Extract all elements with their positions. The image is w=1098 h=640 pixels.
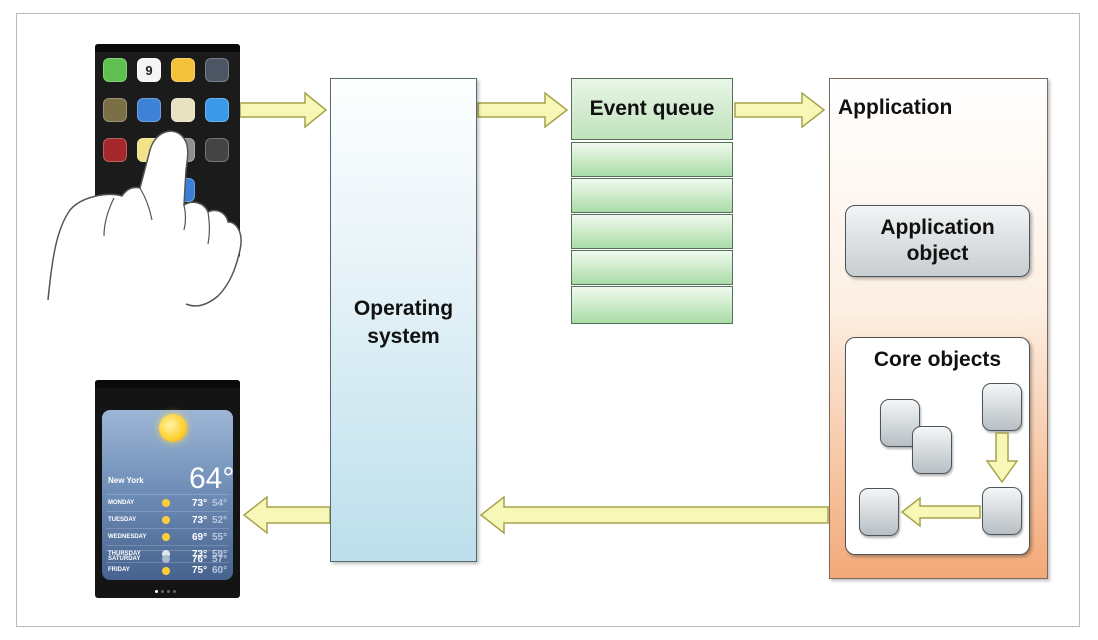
- weather-widget: New York 64° MONDAY 73° 54° TUESDAY 73° 52…: [102, 410, 235, 580]
- event-queue-cell: [571, 286, 733, 324]
- os-label-line2: system: [367, 325, 440, 348]
- core-object-node: [880, 399, 920, 447]
- arrow-touch-to-os: [239, 91, 328, 129]
- arrow-os-to-queue: [477, 91, 569, 129]
- weather-day: TUESDAY: [108, 517, 137, 523]
- cloud-icon: [162, 550, 170, 558]
- weather-row: TUESDAY 73° 52°: [106, 511, 229, 529]
- calendar-app-icon: 9: [137, 58, 161, 82]
- arrow-core-left: [900, 496, 981, 528]
- os-label-line1: Operating: [353, 297, 454, 320]
- weather-day: SATURDAY: [108, 556, 141, 562]
- weather-low: 54°: [212, 498, 228, 509]
- weather-low: 60°: [212, 565, 228, 576]
- sun-small-icon: [162, 567, 170, 575]
- hand-pointer-icon: [47, 130, 242, 307]
- weather-high: 73°: [192, 498, 208, 509]
- sun-small-icon: [162, 499, 170, 507]
- weather-day: MONDAY: [108, 500, 135, 506]
- application-object-box: Application object: [845, 205, 1030, 277]
- weather-high: 73°: [192, 549, 208, 560]
- core-object-node: [912, 426, 952, 474]
- maps-app-icon: [171, 98, 195, 122]
- partly-cloudy-icon: [162, 533, 170, 541]
- weather-day: WEDNESDAY: [108, 534, 147, 540]
- weather-low: 52°: [212, 515, 228, 526]
- weather-low: 59°: [212, 549, 228, 560]
- arrow-os-to-display: [242, 495, 331, 535]
- event-queue-header: Event queue: [571, 78, 733, 140]
- voice-memos-app-icon: [103, 138, 127, 162]
- weather-day: FRIDAY: [108, 567, 130, 573]
- weather-day: THURSDAY: [108, 551, 141, 557]
- core-object-node: [859, 488, 899, 536]
- weather-temperature: 64°: [189, 462, 235, 495]
- moon-icon: [162, 555, 170, 563]
- weather-high: 75°: [192, 565, 208, 576]
- weather-row: SATURDAY 76° 57°: [106, 550, 229, 568]
- weather-row: MONDAY 73° 54°: [106, 494, 229, 512]
- app-object-line1: Application: [880, 216, 995, 239]
- event-queue-cell: [571, 214, 733, 249]
- weather-low: 55°: [212, 532, 228, 543]
- app-object-line2: object: [906, 242, 969, 265]
- youtube-app-icon: [103, 98, 127, 122]
- weather-row: THURSDAY 73° 59°: [106, 545, 229, 563]
- weather-city: New York: [108, 476, 144, 485]
- weather-high: 69°: [192, 532, 208, 543]
- core-object-node: [982, 487, 1022, 535]
- camera-app-icon: [205, 58, 229, 82]
- page-indicator: [155, 590, 180, 594]
- operating-system-box: Operating system: [330, 78, 477, 562]
- iphone-weather-screen: New York 64° MONDAY 73° 54° TUESDAY 73° 52…: [95, 380, 240, 598]
- event-queue-cell: [571, 142, 733, 177]
- weather-low: 57°: [212, 554, 228, 565]
- phone-status-bar: [95, 44, 240, 52]
- partly-cloudy-icon: [162, 516, 170, 524]
- event-queue-cell: [571, 178, 733, 213]
- weather-row: WEDNESDAY 69° 55°: [106, 528, 229, 546]
- photos-app-icon: [171, 58, 195, 82]
- arrow-core-down: [985, 432, 1019, 484]
- weather-app-icon: [205, 98, 229, 122]
- weather-high: 76°: [192, 554, 208, 565]
- arrow-queue-to-app: [734, 91, 826, 129]
- stocks-app-icon: [137, 98, 161, 122]
- arrow-app-to-os: [479, 495, 829, 535]
- core-objects-label: Core objects: [873, 348, 1002, 371]
- operating-system-label: Operating system: [331, 295, 476, 351]
- calculator-app-icon: [205, 138, 229, 162]
- core-object-node: [982, 383, 1022, 431]
- phone-status-bar: [95, 380, 240, 388]
- weather-high: 73°: [192, 515, 208, 526]
- event-queue-cell: [571, 250, 733, 285]
- sun-icon: [159, 414, 187, 442]
- messages-app-icon: [103, 58, 127, 82]
- application-label: Application: [838, 96, 953, 119]
